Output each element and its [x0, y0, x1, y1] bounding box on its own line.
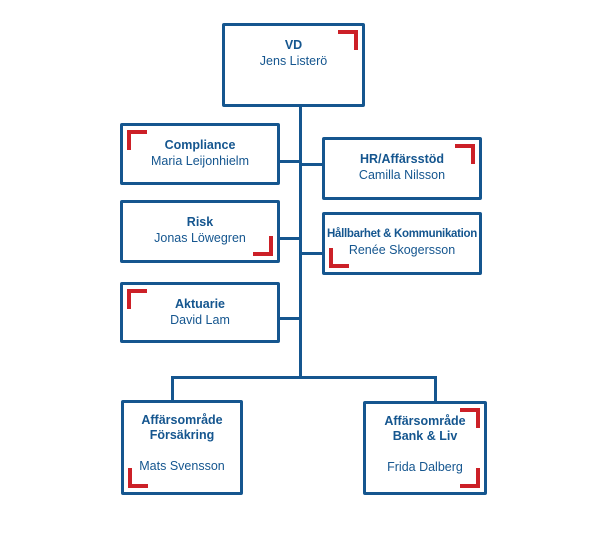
org-node-compliance: Compliance Maria Leijonhielm — [120, 123, 280, 185]
node-title: Compliance — [164, 138, 236, 152]
org-node-affarsomrade-bank-liv: Affärsområde Bank & Liv Frida Dalberg — [363, 401, 487, 495]
connector-drop-forsakring — [171, 376, 174, 402]
org-node-hallbarhet-kommunikation: Hållbarhet & Kommunikation Renée Skogers… — [322, 212, 482, 275]
node-person-name: Jens Listerö — [259, 54, 328, 68]
org-node-aktuarie: Aktuarie David Lam — [120, 282, 280, 343]
node-person-name: Jonas Löwegren — [154, 231, 246, 245]
connector-bottom-bar — [171, 376, 437, 379]
node-title: Affärsområde Försäkring — [141, 413, 223, 442]
org-node-affarsomrade-forsakring: Affärsområde Försäkring Mats Svensson — [121, 400, 243, 495]
node-person-name: Camilla Nilsson — [358, 168, 446, 182]
node-person-name: Mats Svensson — [139, 459, 225, 473]
node-person-name: Frida Dalberg — [387, 460, 463, 474]
org-node-vd: VD Jens Listerö — [222, 23, 365, 107]
connector-hallbarhet — [300, 252, 324, 255]
node-person-name: David Lam — [170, 313, 230, 327]
node-title: VD — [284, 38, 303, 52]
connector-risk — [280, 237, 301, 240]
node-title: HR/Affärsstöd — [359, 152, 445, 166]
connector-vd-trunk — [299, 105, 302, 377]
node-title: Hållbarhet & Kommunikation — [326, 228, 478, 240]
connector-hr — [300, 163, 324, 166]
node-title: Aktuarie — [174, 297, 226, 311]
node-person-name: Renée Skogersson — [348, 243, 456, 257]
node-title: Risk — [186, 215, 214, 229]
node-title: Affärsområde Bank & Liv — [384, 414, 466, 443]
org-node-hr-affarsstod: HR/Affärsstöd Camilla Nilsson — [322, 137, 482, 200]
node-person-name: Maria Leijonhielm — [151, 154, 249, 168]
connector-compliance — [280, 160, 301, 163]
connector-aktuarie — [280, 317, 301, 320]
org-node-risk: Risk Jonas Löwegren — [120, 200, 280, 263]
connector-drop-bankliv — [434, 376, 437, 403]
